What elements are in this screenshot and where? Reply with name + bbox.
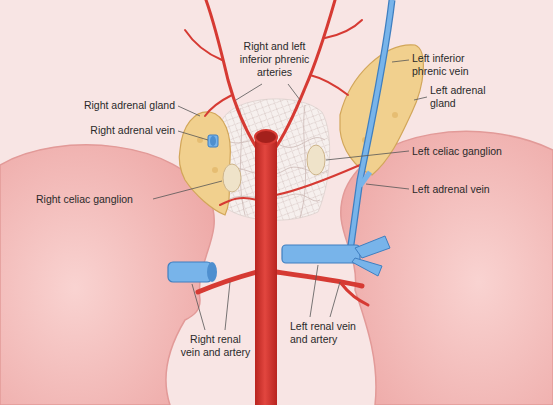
right-kidney xyxy=(0,145,214,405)
anatomy-label: Left adrenal gland xyxy=(430,84,500,110)
leader-line xyxy=(236,84,262,100)
middle-adrenal-artery xyxy=(276,165,360,195)
adrenal-artery xyxy=(310,75,348,95)
renal-vein-branch xyxy=(352,258,382,276)
anatomy-label: Right and left inferior phrenic arteries xyxy=(237,40,312,79)
leader-line xyxy=(330,282,340,317)
veins xyxy=(168,0,392,282)
right-inferior-phrenic-artery xyxy=(206,0,258,150)
vein-cut-end xyxy=(210,136,216,146)
leader-line xyxy=(366,184,409,189)
gland-lobule xyxy=(212,167,218,173)
vein-cut-end xyxy=(207,262,217,282)
anatomy-label: Left adrenal vein xyxy=(412,183,547,196)
leader-line xyxy=(326,151,409,160)
anatomy-label: Right adrenal gland xyxy=(65,99,175,112)
middle-adrenal-artery xyxy=(220,198,257,205)
leader-line xyxy=(414,97,427,100)
leader-line xyxy=(225,282,230,330)
aorta-lumen xyxy=(255,130,277,144)
right-celiac-ganglion xyxy=(223,164,241,192)
right-adrenal-gland xyxy=(179,112,230,215)
leader-line xyxy=(392,60,409,62)
leader-line xyxy=(178,131,208,140)
leader-line xyxy=(288,84,300,100)
leader-lines xyxy=(153,60,427,330)
anatomy-label: Right renal vein and artery xyxy=(180,333,251,359)
nerve-fibre xyxy=(300,105,306,218)
leader-line xyxy=(178,106,200,116)
right-adrenal-vein xyxy=(208,135,218,147)
adrenal-artery xyxy=(205,95,232,116)
anatomy-label: Left celiac ganglion xyxy=(412,145,547,158)
artery-branch xyxy=(325,20,362,38)
gland-lobule xyxy=(392,112,398,118)
leader-line xyxy=(310,265,318,317)
right-renal-vein xyxy=(168,262,212,282)
left-renal-artery xyxy=(276,272,362,286)
leader-line xyxy=(153,181,222,199)
anatomy-label: Left renal vein and artery xyxy=(290,320,360,346)
anatomy-label: Right celiac ganglion xyxy=(36,193,156,206)
aorta xyxy=(255,135,277,405)
anatomy-label: Right adrenal vein xyxy=(65,124,175,137)
left-inferior-phrenic-vein xyxy=(350,0,392,252)
renal-vein-branch xyxy=(355,236,390,258)
artery-branch xyxy=(185,30,222,60)
artery-branch xyxy=(340,282,368,305)
anatomy-label: Left inferior phrenic vein xyxy=(412,52,492,78)
left-inferior-phrenic-vein-outline xyxy=(350,0,392,252)
left-celiac-ganglion xyxy=(307,145,325,175)
left-renal-vein xyxy=(282,245,360,263)
leader-line xyxy=(192,284,205,330)
